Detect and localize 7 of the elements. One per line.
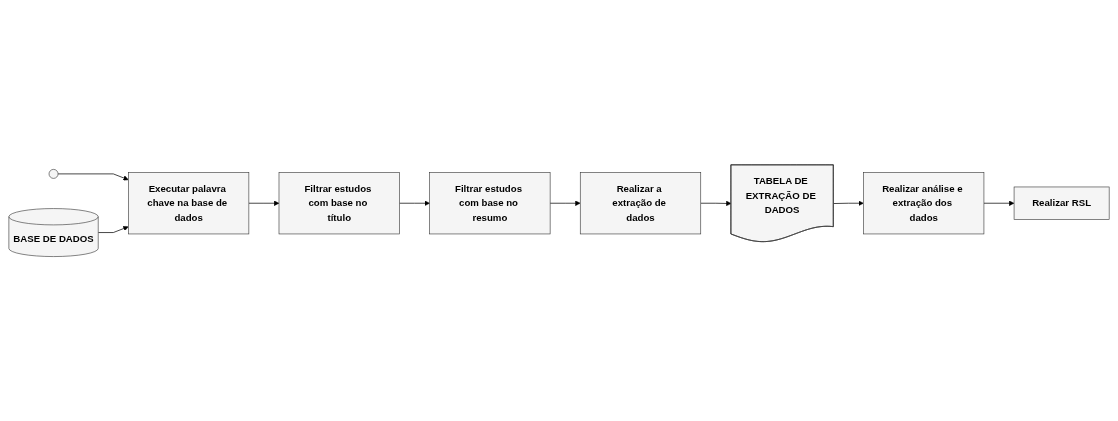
node-box: Executar palavra chave na base de dados (128, 172, 250, 235)
node-box: Filtrar estudos com base no resumo (429, 172, 551, 235)
node-circle (48, 168, 59, 179)
node-box: Realizar a extração de dados (579, 172, 702, 235)
node-box: Realizar análise e extração dos dados (863, 172, 985, 235)
node-box: Filtrar estudos com base no título (278, 172, 400, 235)
node-box: Realizar RSL (1013, 186, 1110, 220)
